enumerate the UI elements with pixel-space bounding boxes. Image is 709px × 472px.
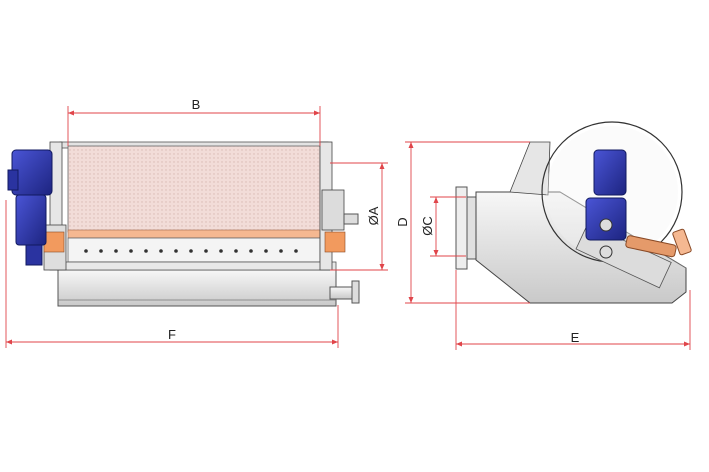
label-e: E xyxy=(571,330,580,345)
side-view xyxy=(455,121,692,304)
label-a: ØA xyxy=(366,206,381,225)
label-c: ØC xyxy=(420,216,435,236)
spray-holes xyxy=(84,249,298,253)
label-b: B xyxy=(192,97,201,112)
drum-screen xyxy=(67,145,321,233)
base-trough xyxy=(57,269,337,307)
front-gear-motor xyxy=(7,149,53,266)
cylinder-arm xyxy=(625,228,692,258)
dimension-arrows xyxy=(6,110,690,347)
drum-shaft xyxy=(343,213,359,225)
drum-band xyxy=(67,229,321,239)
top-cover xyxy=(509,141,551,196)
label-d: D xyxy=(395,217,410,226)
side-gear-motor xyxy=(585,149,627,259)
dimension-lines xyxy=(5,106,691,350)
inlet-flange xyxy=(455,186,468,270)
outlet-pipe xyxy=(329,286,355,300)
front-view xyxy=(7,141,360,307)
label-f: F xyxy=(168,327,176,342)
